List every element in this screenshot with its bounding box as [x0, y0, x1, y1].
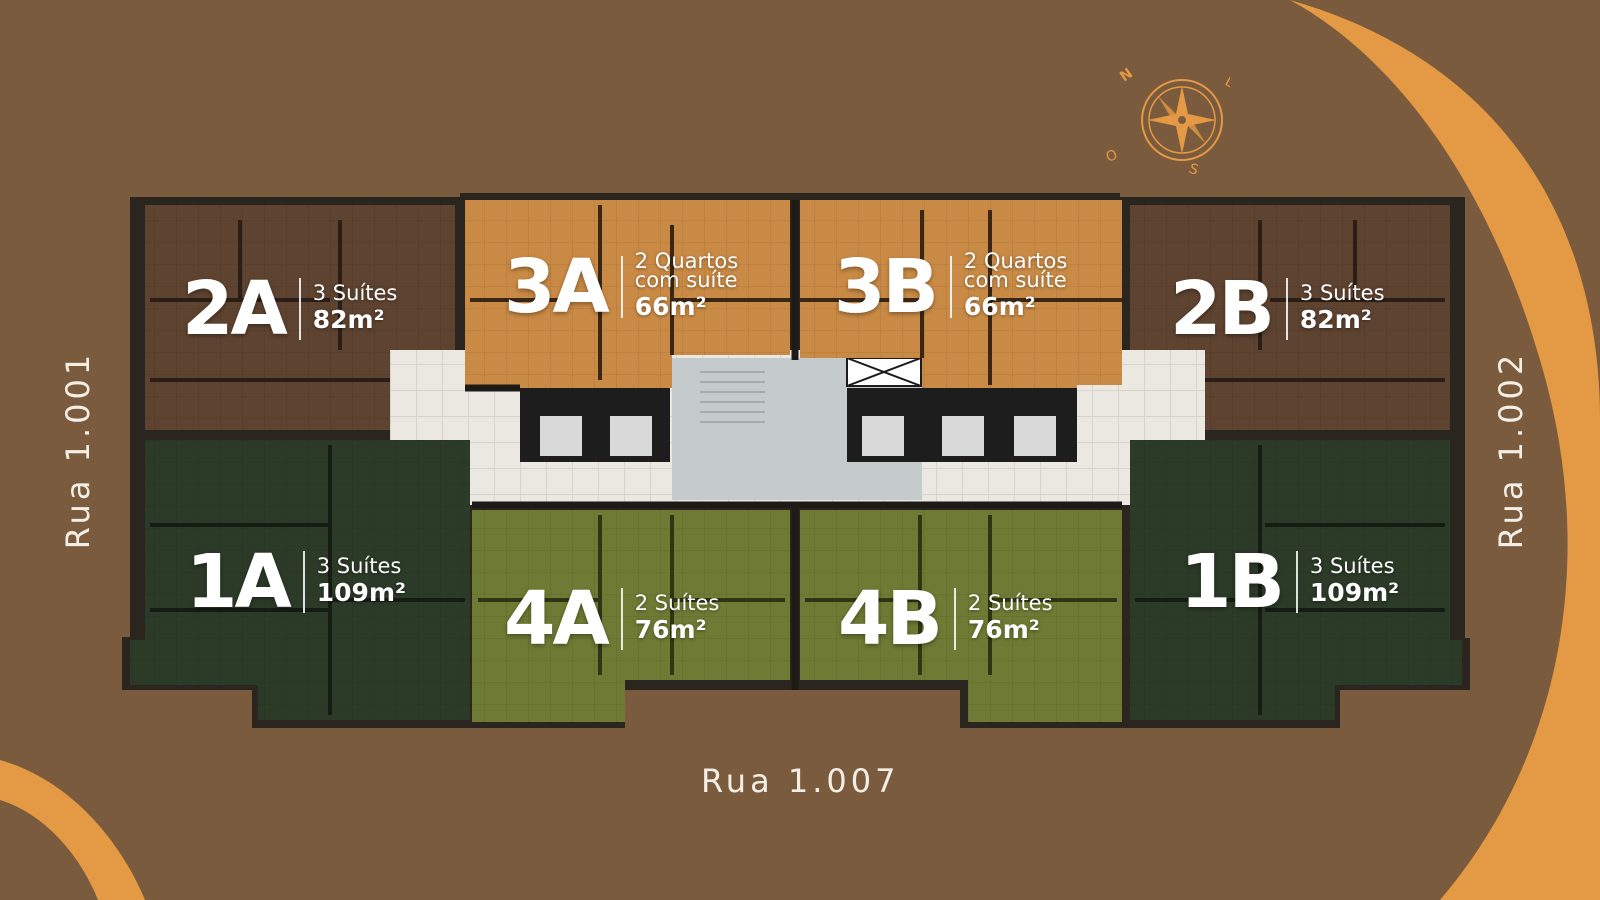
shaft-cross [846, 357, 922, 387]
unit-code: 2B [1170, 266, 1275, 352]
street-label-left: Rua 1.001 [59, 350, 97, 550]
unit-code: 3A [504, 244, 610, 330]
unit-divider [302, 551, 305, 613]
unit-3A-plan [465, 200, 790, 388]
unit-divider [953, 588, 956, 650]
unit-3B-plan [800, 200, 1122, 388]
compass-rose-icon: N L O S [1104, 65, 1230, 179]
unit-divider [620, 256, 623, 318]
unit-label-1B[interactable]: 1B 3 Suítes 109m² [1180, 545, 1435, 619]
unit-4A-plan [472, 510, 790, 722]
unit-label-4A[interactable]: 4A 2 Suítes 76m² [504, 582, 760, 656]
unit-type: 2 Suítes [967, 590, 1053, 615]
unit-area: 66m² [963, 292, 1036, 321]
unit-type: 3 Suítes [312, 280, 398, 305]
unit-code: 4B [838, 576, 943, 662]
elevator-bank [520, 388, 1077, 462]
unit-code: 4A [504, 576, 610, 662]
unit-label-2B[interactable]: 2B 3 Suítes 82m² [1170, 272, 1425, 346]
unit-area: 76m² [967, 614, 1040, 644]
unit-info: 2 Suítes 76m² [967, 590, 1093, 645]
unit-info: 2 Suítes 76m² [634, 590, 760, 645]
unit-area: 109m² [316, 577, 406, 607]
stair-steps [700, 371, 765, 423]
compass-east: L [1222, 74, 1230, 92]
unit-label-1A[interactable]: 1A 3 Suítes 109m² [186, 545, 442, 619]
compass-west: O [1104, 147, 1120, 166]
street-label-right: Rua 1.002 [1492, 350, 1530, 550]
unit-info: 3 Suítes 82m² [1299, 280, 1425, 335]
unit-2B-plan [1130, 205, 1450, 430]
unit-type: 2 Suítes [634, 590, 720, 615]
unit-code: 1A [186, 539, 292, 625]
unit-label-3A[interactable]: 3A 2 Quartos com suíte 66m² [504, 250, 760, 324]
unit-2A-plan [145, 205, 455, 430]
unit-info: 3 Suítes 109m² [1309, 553, 1435, 608]
unit-divider [1295, 551, 1298, 613]
unit-area: 82m² [312, 304, 385, 334]
unit-type: 3 Suítes [1299, 280, 1385, 305]
unit-info: 3 Suítes 82m² [312, 280, 438, 335]
unit-code: 2A [182, 266, 288, 352]
unit-type: 2 Quartos com suíte [634, 249, 739, 292]
unit-divider [949, 256, 952, 318]
central-walls [465, 200, 1122, 690]
unit-area: 82m² [1299, 304, 1372, 334]
unit-label-2A[interactable]: 2A 3 Suítes 82m² [182, 272, 438, 346]
unit-area: 76m² [634, 614, 707, 644]
unit-type: 3 Suítes [316, 553, 402, 578]
unit-info: 3 Suítes 109m² [316, 553, 442, 608]
unit-1A-plan [130, 440, 470, 720]
compass-north: N [1117, 65, 1136, 85]
unit-code: 1B [1180, 539, 1285, 625]
unit-info: 2 Quartos com suíte 66m² [963, 249, 1089, 322]
compass-south: S [1187, 161, 1201, 179]
unit-4B-plan [800, 510, 1122, 722]
unit-type: 3 Suítes [1309, 553, 1395, 578]
right-accent-curve [1290, 0, 1600, 900]
unit-code: 3B [834, 244, 939, 330]
unit-label-4B[interactable]: 4B 2 Suítes 76m² [838, 582, 1093, 656]
unit-divider [1285, 278, 1288, 340]
street-label-bottom: Rua 1.007 [701, 762, 900, 800]
unit-type: 2 Quartos com suíte [963, 249, 1068, 292]
unit-label-3B[interactable]: 3B 2 Quartos com suíte 66m² [834, 250, 1089, 324]
unit-divider [298, 278, 301, 340]
unit-info: 2 Quartos com suíte 66m² [634, 249, 760, 322]
unit-area: 66m² [634, 292, 707, 321]
unit-area: 109m² [1309, 577, 1400, 607]
left-accent-curve [0, 760, 145, 900]
unit-divider [620, 588, 623, 650]
